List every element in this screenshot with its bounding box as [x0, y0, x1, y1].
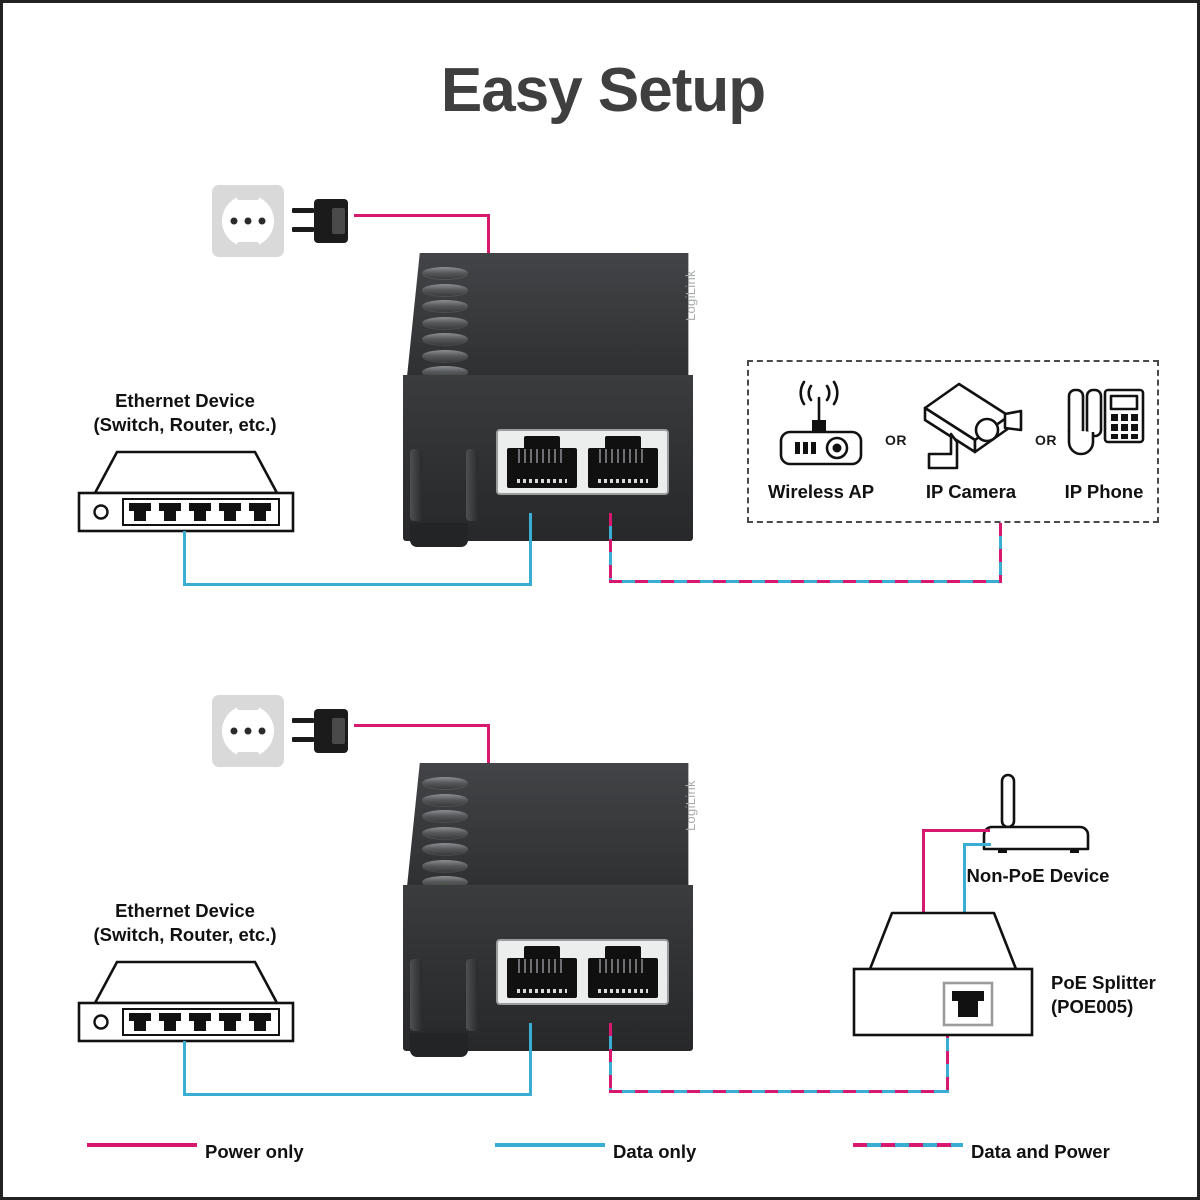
injector-top-face	[407, 762, 689, 886]
cable-data-splitter-v	[963, 843, 966, 915]
cable-power-bottom-h	[354, 724, 490, 727]
page-title: Easy Setup	[440, 56, 766, 125]
rj45-port-data-in	[507, 946, 577, 998]
rj45-port-data-in	[507, 436, 577, 488]
cable-data-top-v2	[529, 513, 532, 586]
injector-foot	[410, 523, 468, 547]
ethernet-device-top-label: Ethernet Device (Switch, Router, etc.)	[93, 390, 277, 436]
poe-injector-top: LogiLink	[388, 251, 698, 547]
injector-top-face	[407, 252, 689, 376]
cable-data-bottom-v2	[529, 1023, 532, 1096]
cable-dp-bottom-v2	[946, 1025, 949, 1093]
rj45-port-poe-out	[588, 946, 658, 998]
non-poe-device-icon	[982, 773, 1090, 853]
cable-data-bottom-v1	[183, 1041, 186, 1096]
legend-swatch-power	[87, 1143, 197, 1147]
ip-phone-label: IP Phone	[1064, 481, 1144, 502]
wall-socket-top	[212, 185, 284, 257]
legend-label-data-power: Data and Power	[971, 1141, 1110, 1162]
socket-recess	[222, 195, 274, 247]
ip-camera-label: IP Camera	[925, 481, 1017, 502]
ethernet-device-bottom-label: Ethernet Device (Switch, Router, etc.)	[93, 900, 277, 946]
wall-socket-bottom	[212, 695, 284, 767]
cable-power-bottom-v	[487, 724, 490, 769]
injector-ports	[496, 429, 669, 495]
or-separator-1: OR	[885, 432, 907, 448]
power-plug-top	[292, 199, 354, 245]
brand-logo: LogiLink	[683, 270, 698, 321]
ip-phone-icon	[1067, 388, 1145, 456]
cable-data-top-h	[183, 583, 532, 586]
injector-ports	[496, 939, 669, 1005]
poe-splitter-label: PoE Splitter (POE005)	[1051, 972, 1156, 1018]
cable-power-splitter-h	[922, 829, 990, 832]
cable-data-top-v1	[183, 531, 186, 586]
or-separator-2: OR	[1035, 432, 1057, 448]
cable-dp-bottom-v1	[609, 1023, 612, 1093]
cable-dp-bottom-h	[609, 1090, 949, 1093]
cable-dp-top-h	[609, 580, 1002, 583]
poe-injector-bottom: LogiLink	[388, 761, 698, 1057]
brand-logo: LogiLink	[683, 780, 698, 831]
legend-label-power: Power only	[205, 1141, 304, 1162]
wireless-ap-icon	[779, 380, 863, 466]
poe-splitter-icon	[852, 911, 1034, 1037]
legend-label-data: Data only	[613, 1141, 697, 1162]
legend-swatch-data-power	[853, 1143, 963, 1147]
cable-power-top-h	[354, 214, 490, 217]
cable-power-top-v	[487, 214, 490, 259]
socket-recess	[222, 705, 274, 757]
poe-devices-group-top: Wireless AP OR IP Camera OR	[747, 360, 1159, 523]
rj45-port-poe-out	[588, 436, 658, 488]
power-plug-bottom	[292, 709, 354, 755]
cable-power-splitter-v	[922, 829, 925, 915]
cable-data-bottom-h	[183, 1093, 532, 1096]
cable-dp-top-v2	[999, 523, 1002, 583]
ethernet-switch-top-icon	[77, 450, 295, 533]
ethernet-switch-bottom-icon	[77, 960, 295, 1043]
cable-dp-top-v1	[609, 513, 612, 583]
non-poe-device-label: Non-PoE Device	[966, 865, 1110, 886]
wireless-ap-label: Wireless AP	[767, 481, 875, 502]
injector-foot	[410, 1033, 468, 1057]
legend-swatch-data	[495, 1143, 605, 1147]
cable-data-splitter-h	[963, 843, 991, 846]
ip-camera-icon	[923, 382, 1023, 470]
